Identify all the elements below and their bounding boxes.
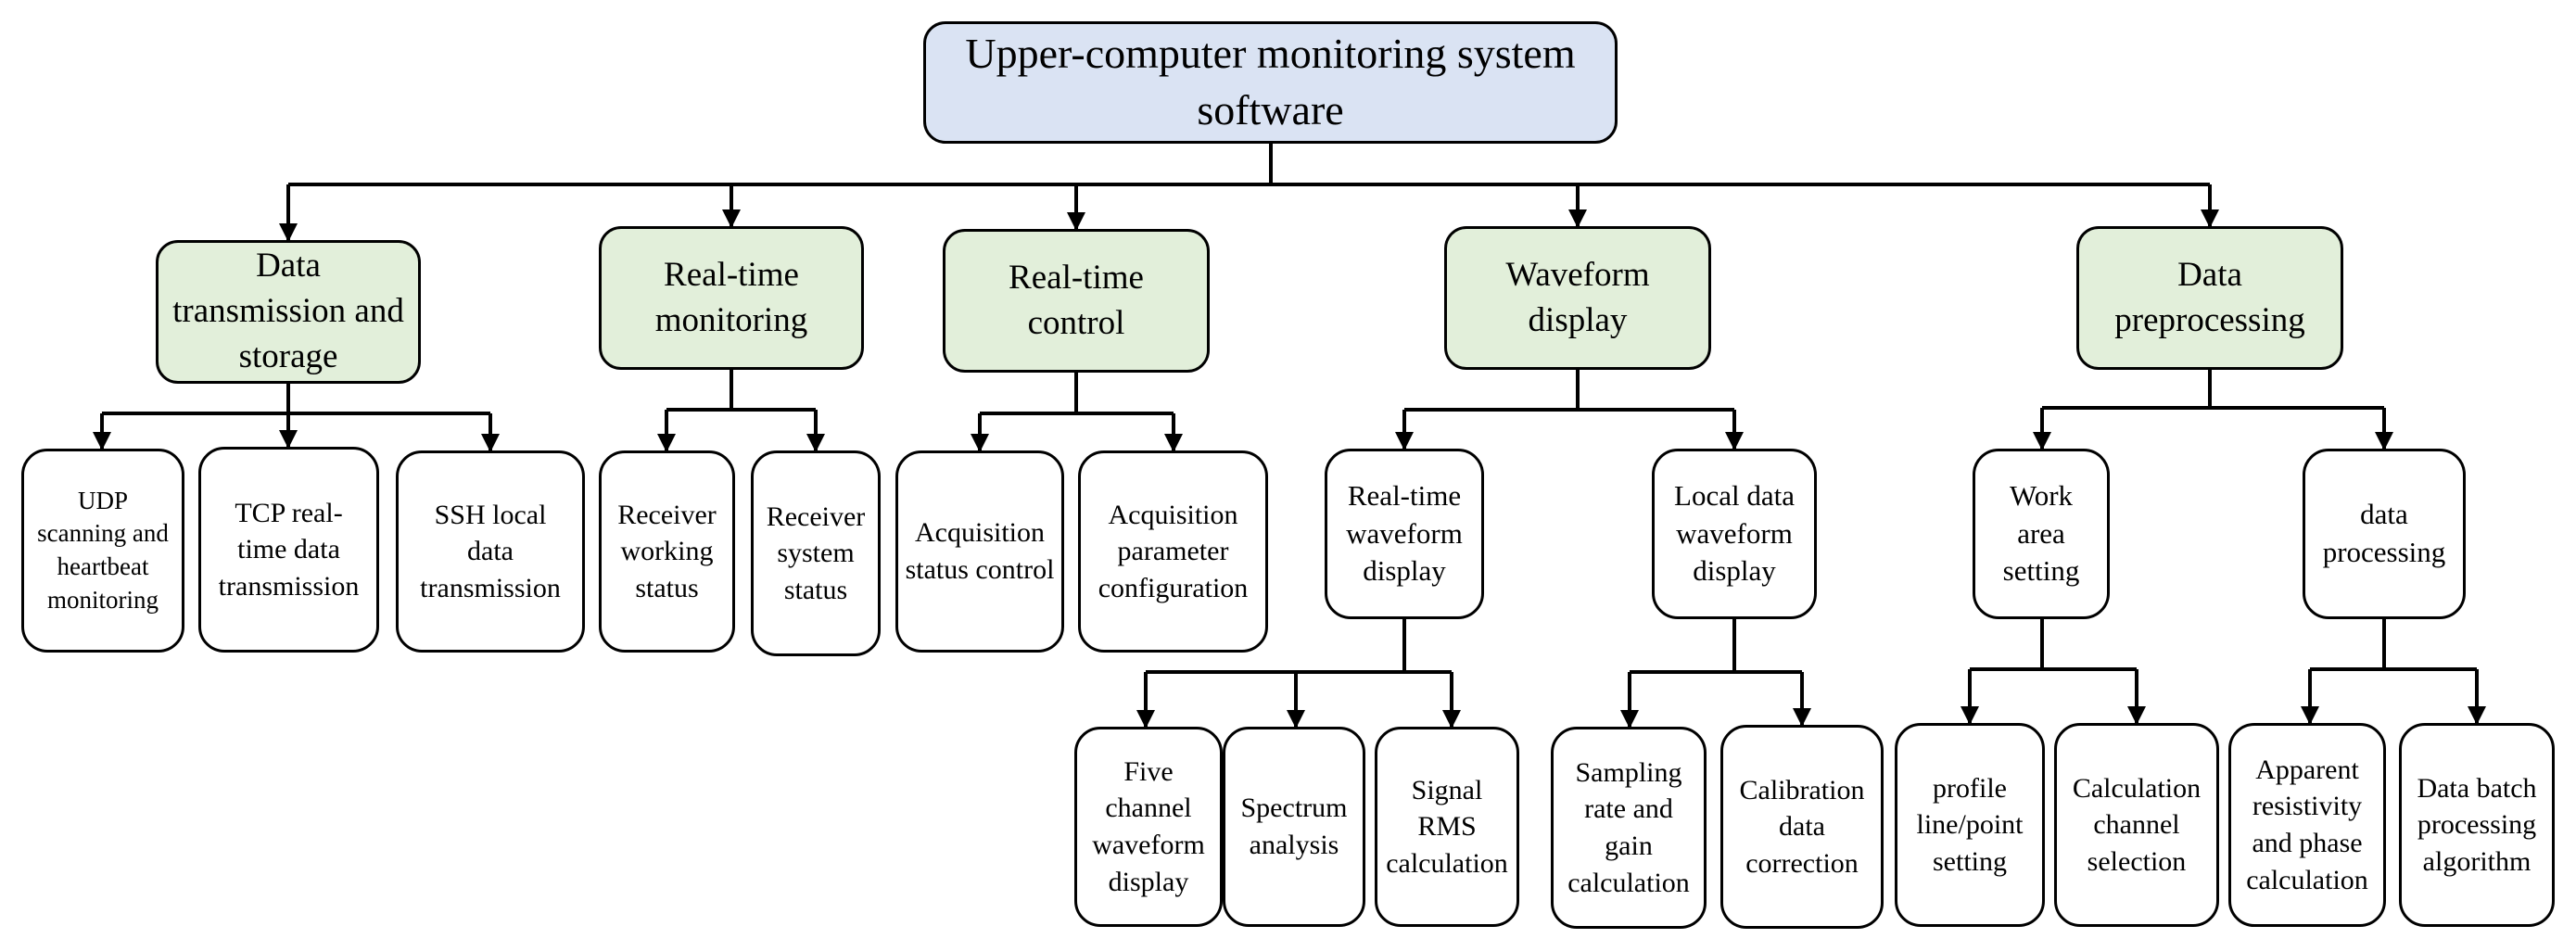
node-label: Real-time control <box>1009 258 1144 342</box>
node-signal-rms: Signal RMS calculation <box>1375 727 1519 927</box>
node-label: Real-time waveform display <box>1346 478 1463 588</box>
node-label: Sampling rate and gain calculation <box>1567 756 1690 898</box>
node-sampling-rate-gain: Sampling rate and gain calculation <box>1551 727 1707 929</box>
node-label: Signal RMS calculation <box>1386 774 1508 879</box>
node-label: TCP real-time data transmission <box>218 497 360 602</box>
node-label: Data transmission and storage <box>172 247 404 375</box>
node-acquisition-status-control: Acquisition status control <box>895 450 1064 653</box>
node-apparent-resistivity-phase: Apparent resistivity and phase calculati… <box>2228 723 2386 927</box>
node-label: Local data waveform display <box>1674 478 1795 588</box>
root-label: Upper-computer monitoring system softwar… <box>965 30 1576 133</box>
node-profile-line-point: profile line/point setting <box>1895 723 2045 927</box>
node-label: Work area setting <box>2002 478 2080 588</box>
node-work-area-setting: Work area setting <box>1973 449 2110 619</box>
node-receiver-system-status: Receiver system status <box>751 450 881 656</box>
node-ssh-local: SSH local data transmission <box>396 450 585 653</box>
node-label: Calculation channel selection <box>2072 772 2202 877</box>
node-label: Acquisition status control <box>905 517 1055 585</box>
node-tcp-realtime: TCP real-time data transmission <box>198 447 379 653</box>
node-label: Apparent resistivity and phase calculati… <box>2246 754 2368 895</box>
root-node: Upper-computer monitoring system softwar… <box>923 21 1618 144</box>
node-label: Five channel waveform display <box>1092 755 1205 897</box>
node-label: SSH local data transmission <box>420 499 561 603</box>
node-label: Acquisition parameter configuration <box>1098 499 1249 603</box>
node-calculation-channel-selection: Calculation channel selection <box>2054 723 2219 927</box>
node-label: Calibration data correction <box>1739 774 1865 879</box>
node-real-time-control: Real-time control <box>943 229 1210 373</box>
node-data-preprocessing: Data preprocessing <box>2076 226 2343 370</box>
node-data-processing: data processing <box>2303 449 2466 619</box>
node-real-time-monitoring: Real-time monitoring <box>599 226 864 370</box>
node-label: profile line/point setting <box>1916 772 2024 877</box>
node-acquisition-parameter-config: Acquisition parameter configuration <box>1078 450 1268 653</box>
node-label: data processing <box>2322 498 2446 568</box>
node-waveform-display: Waveform display <box>1444 226 1711 370</box>
node-label: Data preprocessing <box>2114 255 2305 339</box>
node-label: UDP scanning and heartbeat monitoring <box>37 486 169 614</box>
node-five-channel-waveform: Five channel waveform display <box>1074 727 1223 927</box>
node-receiver-working-status: Receiver working status <box>599 450 735 653</box>
node-realtime-waveform-display: Real-time waveform display <box>1325 449 1484 619</box>
node-local-data-waveform-display: Local data waveform display <box>1652 449 1817 619</box>
node-data-transmission-storage: Data transmission and storage <box>156 240 421 384</box>
node-data-batch-processing: Data batch processing algorithm <box>2399 723 2555 927</box>
node-label: Data batch processing algorithm <box>2417 772 2537 877</box>
node-calibration-data-correction: Calibration data correction <box>1720 725 1884 929</box>
node-label: Receiver system status <box>766 501 866 605</box>
node-udp-scanning: UDP scanning and heartbeat monitoring <box>21 449 184 653</box>
node-label: Receiver working status <box>617 499 717 603</box>
node-label: Waveform display <box>1505 255 1650 339</box>
node-spectrum-analysis: Spectrum analysis <box>1223 727 1365 927</box>
node-label: Real-time monitoring <box>654 255 808 339</box>
node-label: Spectrum analysis <box>1240 792 1348 860</box>
